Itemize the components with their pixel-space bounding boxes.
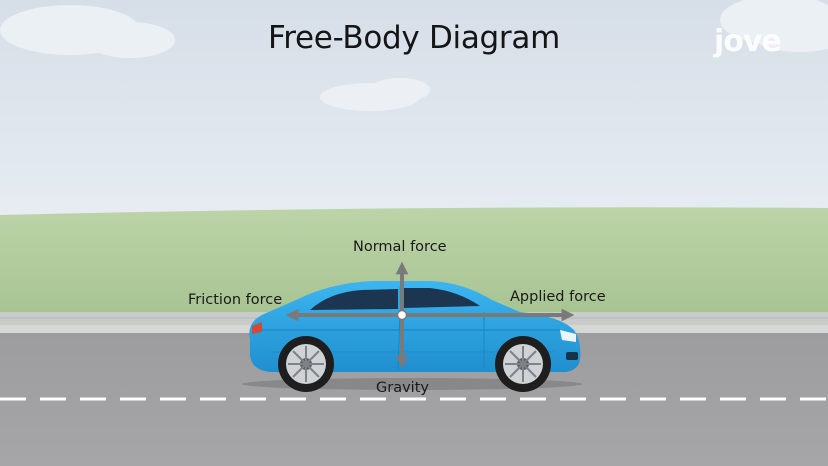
clouds: [0, 0, 828, 111]
page-title: Free-Body Diagram: [268, 20, 560, 56]
applied-force-label: Applied force: [510, 289, 606, 305]
rear-wheel: [278, 336, 334, 392]
car-window-front: [404, 288, 480, 308]
gravity-label: Gravity: [376, 380, 429, 396]
friction-force-label: Friction force: [188, 292, 283, 308]
normal-force-label: Normal force: [353, 239, 447, 255]
force-arrows: [285, 261, 575, 369]
jove-logo: jove: [714, 24, 782, 59]
car: [242, 281, 582, 392]
car-window-rear: [310, 289, 398, 310]
grass: [0, 207, 828, 312]
center-of-mass: [396, 309, 408, 321]
front-wheel: [495, 336, 551, 392]
